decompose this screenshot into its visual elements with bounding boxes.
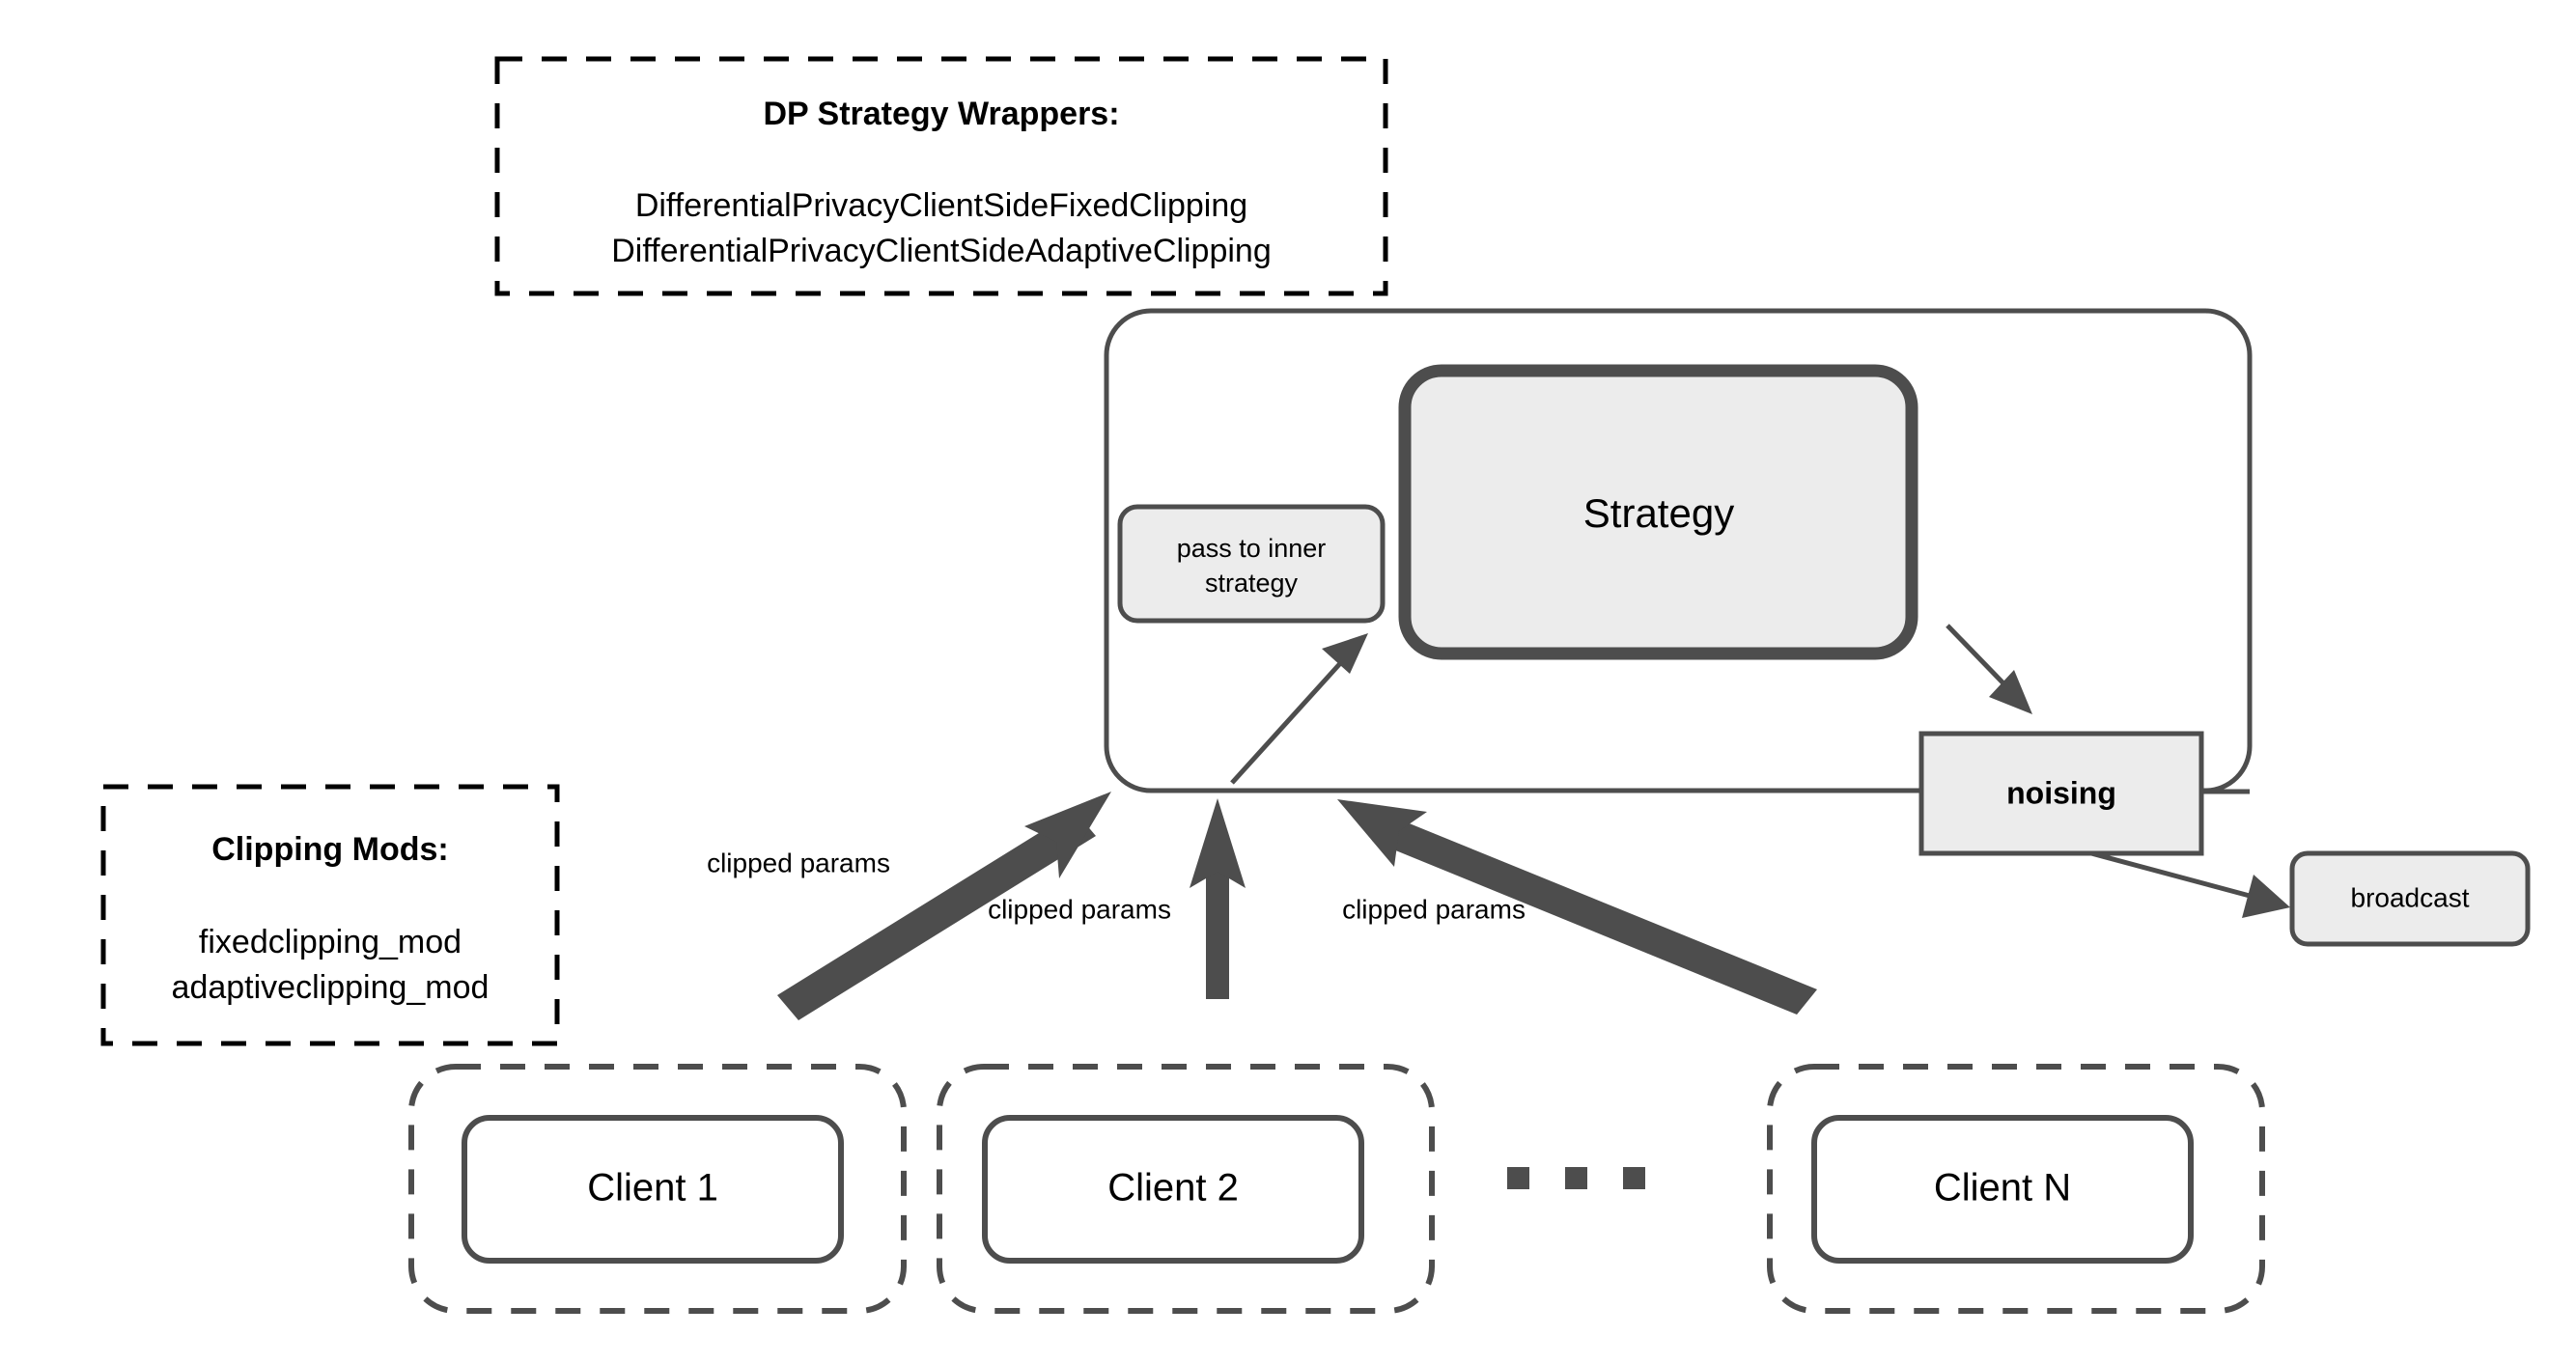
arrow-client-n-to-server [1337, 799, 1817, 1015]
dp-legend-title: DP Strategy Wrappers: [763, 96, 1119, 132]
dp-strategy-wrappers-legend: DP Strategy Wrappers: DifferentialPrivac… [494, 56, 1388, 296]
clients-ellipsis [1507, 1167, 1645, 1189]
ellipsis-dot-2 [1565, 1167, 1587, 1189]
arrow-ingress-to-pass-to-inner-strategy [1230, 633, 1368, 785]
client-group-2: Client 2 [937, 1064, 1435, 1314]
noising-box[interactable] [1918, 731, 2204, 856]
client-2-label: Client 2 [1107, 1167, 1239, 1210]
ellipsis-dot-1 [1507, 1167, 1529, 1189]
broadcast-label: broadcast [2351, 882, 2470, 912]
client-2-box[interactable] [982, 1115, 1364, 1264]
dp-legend-border [494, 56, 1388, 296]
ellipsis-dot-3 [1623, 1167, 1645, 1189]
clipping-legend-border [100, 784, 560, 1046]
client-1-box[interactable] [462, 1115, 844, 1264]
pass-to-inner-strategy-box[interactable] [1117, 504, 1386, 624]
clipping-legend-title: Clipping Mods: [211, 831, 449, 868]
arrow-client-2-to-server [1190, 798, 1246, 999]
strategy-label: Strategy [1583, 490, 1734, 536]
client-group-n: Client N [1767, 1064, 2265, 1314]
pass-to-inner-strategy-line-1: pass to inner [1177, 534, 1327, 563]
edge-label-clipped-params-1: clipped params [707, 848, 890, 877]
strategy-box[interactable] [1398, 364, 1918, 660]
client-1-dashed-container [408, 1064, 907, 1314]
broadcast-box[interactable] [2289, 850, 2531, 947]
arrow-strategy-to-noising [1946, 624, 2032, 714]
client-1-label: Client 1 [587, 1167, 718, 1210]
client-2-dashed-container [937, 1064, 1435, 1314]
noising-node[interactable]: noising [1918, 731, 2204, 856]
client-group-1: Client 1 [408, 1064, 907, 1314]
client-n-label: Client N [1934, 1167, 2071, 1210]
strategy-node[interactable]: Strategy [1398, 364, 1918, 660]
noising-label: noising [2006, 775, 2116, 810]
edge-label-clipped-params-2: clipped params [988, 894, 1171, 924]
edge-label-clipped-params-3: clipped params [1342, 894, 1526, 924]
dp-legend-item-1: DifferentialPrivacyClientSideAdaptiveCli… [611, 233, 1272, 269]
client-n-dashed-container [1767, 1064, 2265, 1314]
pass-to-inner-strategy-node[interactable]: pass to inner strategy [1117, 504, 1386, 624]
broadcast-node[interactable]: broadcast [2289, 850, 2531, 947]
arrow-noising-to-broadcast [2090, 850, 2290, 918]
arrow-client-1-to-server [777, 792, 1111, 1020]
dp-legend-item-0: DifferentialPrivacyClientSideFixedClippi… [635, 187, 1247, 224]
clipping-legend-item-0: fixedclipping_mod [199, 924, 462, 960]
clipping-mods-legend: Clipping Mods: fixedclipping_mod adaptiv… [100, 784, 560, 1046]
pass-to-inner-strategy-line-2: strategy [1205, 569, 1299, 598]
clipping-legend-item-1: adaptiveclipping_mod [172, 969, 490, 1006]
client-n-box[interactable] [1811, 1115, 2194, 1264]
